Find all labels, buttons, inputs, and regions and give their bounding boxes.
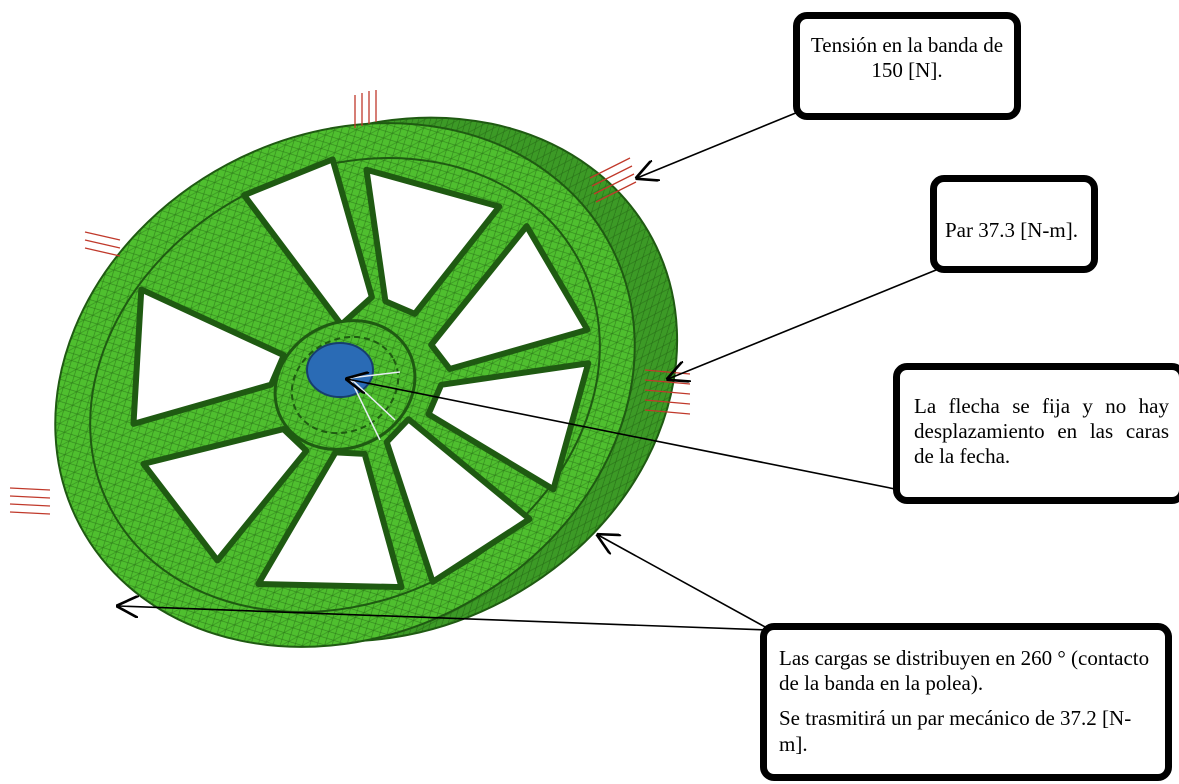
spoke-opening	[425, 360, 592, 493]
pulley	[54, 116, 679, 648]
callout-belt-tension-text: Tensión en la banda de 150 [N].	[810, 33, 1004, 83]
callout-torque: Par 37.3 [N-m].	[930, 175, 1098, 273]
spoke-opening	[255, 449, 405, 591]
load-arrow-right	[644, 369, 691, 415]
callout-load-distribution: Las cargas se distribuyen en 260 ° (cont…	[760, 623, 1172, 781]
spoke-openings	[130, 156, 592, 591]
leader-par	[668, 267, 942, 379]
leader-flecha	[347, 379, 901, 491]
spoke-opening	[363, 166, 503, 317]
callout-load-distribution-text: Las cargas se distribuyen en 260 ° (cont…	[779, 646, 1150, 696]
leader-arrows	[118, 109, 942, 631]
hub-inner-ring	[290, 335, 400, 435]
callout-fixed-shaft-text: La flecha se fija y no hay desplazamient…	[914, 394, 1169, 469]
callout-mechanical-torque-text: Se trasmitirá un par mecánico de 37.2 [N…	[779, 706, 1132, 756]
spoke-opening	[130, 286, 287, 427]
hub-bore	[306, 342, 374, 398]
callout-fixed-shaft: La flecha se fija y no hay desplazamient…	[893, 363, 1179, 504]
callout-torque-text: Par 37.3 [N-m].	[945, 218, 1078, 242]
leader-tension	[637, 109, 804, 178]
leader-cargas-contact	[598, 535, 768, 629]
load-arrow-left	[84, 231, 121, 257]
load-arrow-lower-left	[9, 487, 51, 515]
load-arrow-top	[354, 90, 377, 128]
load-arrow-upper-right	[589, 157, 637, 203]
load-arrows	[9, 90, 691, 515]
leader-cargas-edge	[118, 606, 768, 631]
spoke-opening	[428, 223, 591, 372]
spoke-opening	[383, 416, 533, 585]
callout-belt-tension: Tensión en la banda de 150 [N].	[793, 12, 1021, 120]
spoke-opening	[140, 426, 310, 564]
spoke-opening	[241, 156, 375, 328]
